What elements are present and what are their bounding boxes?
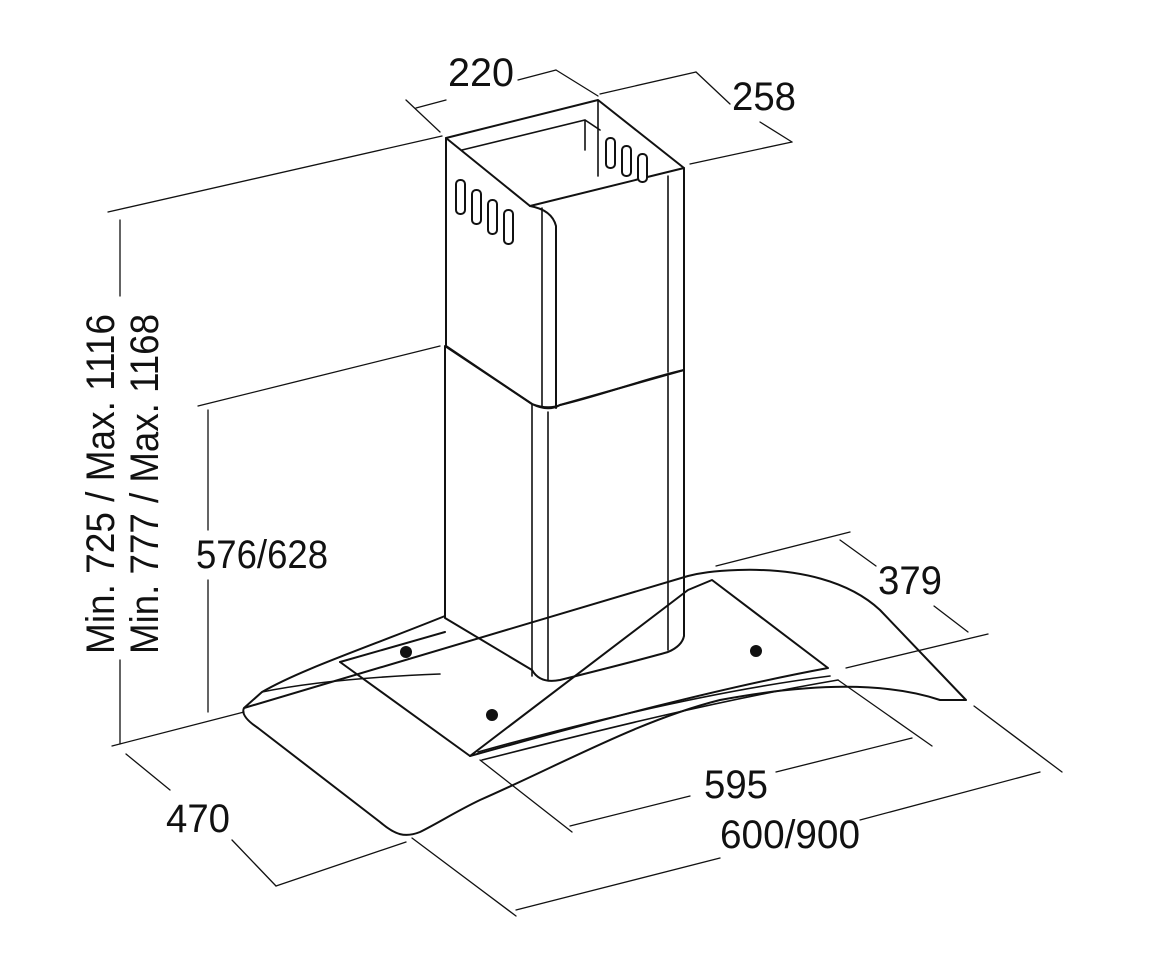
vent-slot-5 <box>605 137 616 169</box>
upper-chimney <box>445 99 685 410</box>
chimney-overlap-band <box>445 345 685 410</box>
dim-379-line-top <box>839 539 877 567</box>
label-body-width: 595 <box>704 763 768 807</box>
dim-220-line-left <box>415 99 447 109</box>
dimension-labels: 220 258 Min. 725 / Max. 1116 Min. 777 / … <box>79 51 942 857</box>
dim-lower-ext-top <box>197 345 441 407</box>
dim-258-ext-top <box>599 71 697 95</box>
upper-chimney-top <box>445 99 685 207</box>
dim-470-line-bottom <box>231 839 277 887</box>
vent-slot-7 <box>637 153 648 183</box>
dim-595-line-left <box>569 795 691 827</box>
dim-379-ext-bottom <box>845 633 989 669</box>
dim-600-line-left <box>515 857 721 911</box>
vent-slot-1 <box>455 179 466 215</box>
inner-plate-left <box>339 661 471 757</box>
label-total-height-alt: Min. 777 / Max. 1168 <box>123 314 167 654</box>
label-chimney-width: 220 <box>448 51 514 95</box>
dim-595-ext-left <box>479 759 573 833</box>
dim-595-ext-right <box>837 679 933 747</box>
label-total-height: Min. 725 / Max. 1116 <box>79 314 123 654</box>
label-glass-depth: 379 <box>878 559 942 603</box>
vent-slot-4 <box>503 209 514 245</box>
dim-total-ext-top <box>107 135 443 213</box>
dim-258-line-bottom <box>759 121 793 143</box>
dim-total-ext-bottom <box>111 711 245 747</box>
lower-chimney <box>444 345 685 682</box>
dim-220-line-right <box>517 69 557 81</box>
dim-470-ext-bottom <box>275 841 407 887</box>
screw-1 <box>400 646 412 658</box>
dim-379-line-bottom <box>933 605 969 633</box>
label-lower-chimney-height: 576/628 <box>196 533 328 577</box>
upper-chimney-top-inner <box>461 119 601 151</box>
dim-600-line-right <box>859 771 1041 821</box>
upper-chimney-front-corner <box>529 205 557 409</box>
vent-slot-2 <box>471 189 482 225</box>
glass-canopy-outline <box>242 568 967 836</box>
screw-2 <box>750 645 762 657</box>
dim-258-line-top <box>695 71 731 105</box>
dim-600-ext-right <box>973 705 1063 773</box>
dim-258-ext-bottom <box>689 141 793 165</box>
label-chimney-depth: 258 <box>732 75 796 119</box>
dim-600-ext-left <box>411 837 517 917</box>
dim-379-ext-top <box>715 531 851 567</box>
label-hood-depth: 470 <box>166 797 230 841</box>
dim-595-line-right <box>775 737 913 773</box>
dim-470-line-top <box>125 753 171 791</box>
dim-220-ext-left <box>405 99 441 133</box>
dimension-lines <box>107 69 1063 917</box>
screw-3 <box>486 709 498 721</box>
inner-plate-rim <box>477 675 839 761</box>
lower-chimney-outline <box>444 345 685 682</box>
label-glass-width: 600/900 <box>720 813 860 857</box>
inner-plate <box>339 579 829 757</box>
vent-slot-6 <box>621 145 632 177</box>
vent-slot-3 <box>487 199 498 235</box>
glass-front-edge <box>261 673 441 693</box>
dim-220-ext-right <box>555 69 599 97</box>
glass-canopy <box>242 568 967 836</box>
